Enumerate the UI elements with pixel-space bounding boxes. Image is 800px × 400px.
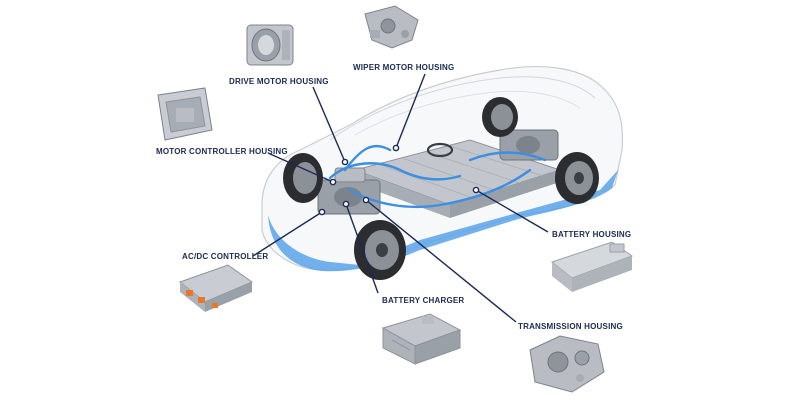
transmission-housing-part-icon	[529, 335, 605, 393]
leader-transmission	[365, 199, 517, 323]
wiper-motor-housing-part-icon	[364, 5, 419, 49]
battery-tray-front	[450, 170, 560, 218]
coolant-lines	[328, 144, 547, 208]
leader-lines	[252, 73, 549, 323]
callout-label-motor-controller-housing: MOTOR CONTROLLER HOUSING	[156, 147, 288, 156]
leader-battery	[475, 189, 549, 233]
leader-drive-motor-dot	[341, 158, 349, 166]
rear-left-wheel	[555, 152, 599, 204]
leader-transmission-dot	[362, 196, 370, 204]
callout-label-wiper-motor-housing: WIPER MOTOR HOUSING	[353, 63, 455, 72]
car-roof-line	[329, 76, 596, 141]
callout-label-battery-housing: BATTERY HOUSING	[552, 230, 632, 239]
callout-label-transmission-housing: TRANSMISSION HOUSING	[518, 322, 623, 331]
leader-ac-dc-dot	[318, 208, 326, 216]
leader-wiper-dot	[392, 144, 400, 152]
leader-charger	[345, 203, 379, 294]
callout-label-ac-dc-controller: AC/DC CONTROLLER	[182, 252, 269, 261]
leader-battery-dot	[472, 186, 480, 194]
battery-charger-part-icon	[381, 313, 462, 365]
car-underbody-trim	[268, 170, 618, 272]
callout-label-battery-charger: BATTERY CHARGER	[382, 296, 465, 305]
ac-dc-controller-part-icon	[178, 264, 254, 312]
motor-controller-housing-part-icon	[157, 87, 213, 141]
front-right-wheel	[283, 153, 323, 203]
front-left-wheel	[354, 220, 406, 280]
leader-wiper	[395, 73, 426, 149]
leader-motor-controller-dot	[329, 178, 337, 186]
leader-drive-motor	[312, 86, 346, 163]
car-illustration	[261, 66, 624, 280]
battery-housing-part-icon	[550, 241, 634, 292]
leader-charger-dot	[342, 200, 350, 208]
leader-ac-dc	[252, 211, 323, 257]
car-window-line	[354, 90, 581, 136]
steering-wheel	[426, 142, 454, 158]
callout-label-drive-motor-housing: DRIVE MOTOR HOUSING	[229, 77, 329, 86]
rear-right-wheel	[482, 97, 518, 137]
drive-motor-housing-part-icon	[246, 24, 294, 66]
leader-motor-controller	[267, 152, 334, 183]
